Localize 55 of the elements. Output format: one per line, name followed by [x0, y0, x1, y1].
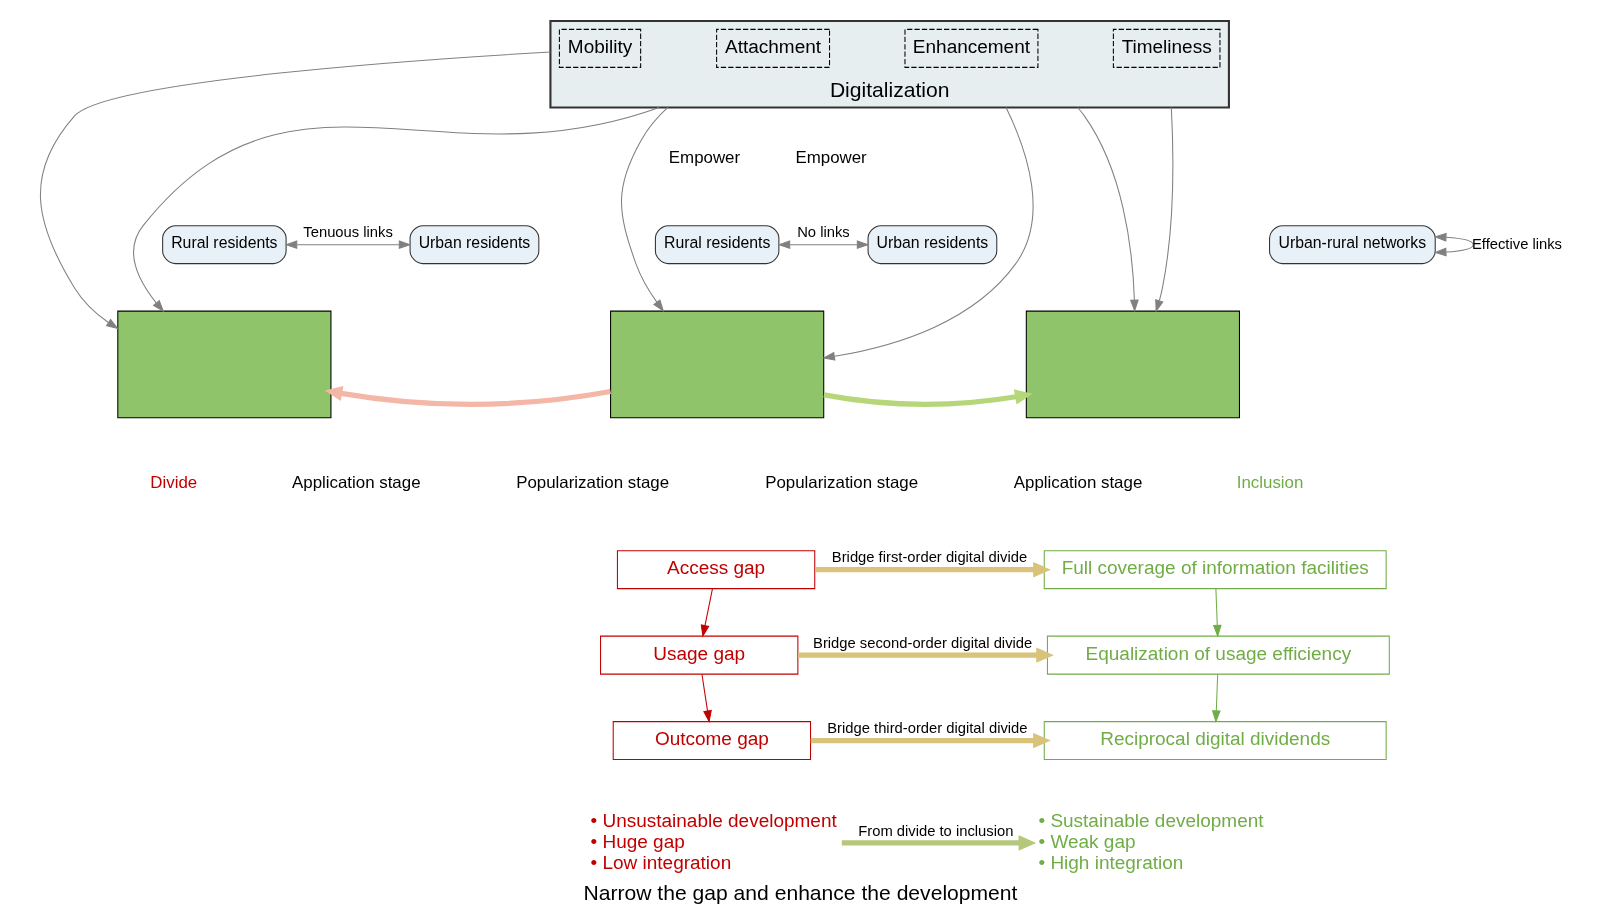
node-box: Usage gap	[599, 635, 798, 675]
label: Empower	[794, 148, 867, 168]
caption: Narrow the gap and enhance the development	[583, 880, 1017, 904]
label: Divide	[149, 473, 197, 493]
label: Popularization stage	[515, 473, 669, 493]
arrow	[1076, 106, 1139, 313]
edge-label: From divide to inclusion	[857, 822, 1013, 839]
arrow	[132, 106, 660, 313]
node-box: Outcome gap	[612, 721, 811, 761]
label: Application stage	[1013, 473, 1142, 493]
node-box: Urban residents	[867, 225, 997, 265]
arrow	[823, 389, 1033, 407]
arrow	[39, 51, 551, 330]
node-box: Timeliness	[1112, 28, 1220, 68]
arrow	[797, 647, 1054, 663]
arrow	[620, 106, 668, 312]
label: Empower	[668, 148, 740, 168]
arrow	[1433, 232, 1474, 257]
edge-label: Bridge first-order digital divide	[831, 549, 1027, 566]
node-box: Urban residents	[409, 225, 539, 265]
node-box	[609, 310, 824, 419]
arrow	[777, 240, 869, 250]
edge-label: Bridge third-order digital divide	[826, 720, 1028, 737]
node-box: Enhancement	[903, 28, 1038, 68]
node-box: Urban-rural networks	[1268, 225, 1436, 265]
node-box	[1025, 310, 1240, 419]
arrow	[700, 673, 712, 724]
node-box: Equalization of usage efficiency	[1046, 635, 1390, 675]
node-box: Attachment	[715, 28, 830, 68]
label: Application stage	[291, 473, 421, 493]
edge-label: Effective links	[1471, 235, 1562, 252]
arrow	[841, 835, 1036, 851]
arrow	[821, 106, 1033, 361]
arrow	[1154, 106, 1173, 313]
node-box: Rural residents	[654, 225, 779, 265]
node-text: • Unsustainable development • Huge gap • Low integration	[590, 809, 837, 873]
label: Inclusion	[1236, 473, 1303, 493]
node-box: Reciprocal digital dividends	[1043, 721, 1387, 761]
arrow	[324, 385, 611, 407]
label: Popularization stage	[764, 473, 918, 493]
arrow	[810, 732, 1051, 749]
edge-label: Bridge second-order digital divide	[812, 634, 1032, 651]
arrow	[1211, 673, 1221, 724]
arrow	[700, 588, 713, 638]
node-box: Full coverage of information facilities	[1043, 550, 1387, 590]
node-text: • Sustainable development • Weak gap • High integration	[1037, 809, 1264, 873]
edge-label: Tenuous links	[302, 224, 393, 241]
edge-label: No links	[796, 224, 850, 241]
node-box: Rural residents	[161, 225, 287, 265]
node-box: Mobility	[558, 28, 641, 68]
arrow	[1212, 588, 1222, 638]
arrow	[814, 561, 1051, 578]
node-box	[116, 310, 331, 419]
arrow	[284, 240, 411, 250]
node-box: Access gap	[616, 550, 815, 590]
